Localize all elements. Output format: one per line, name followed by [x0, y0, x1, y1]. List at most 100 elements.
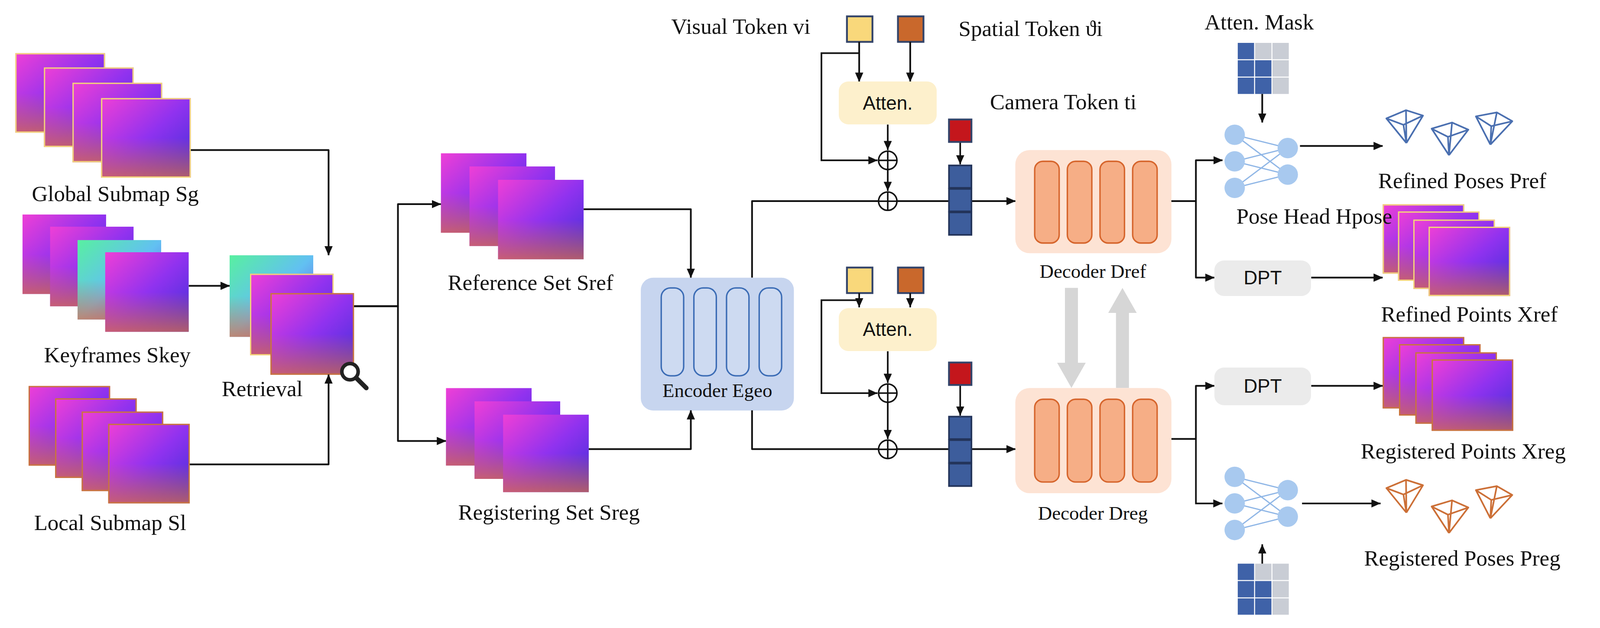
camera-frustums: [1473, 483, 1513, 521]
point-maps: Refined Points Xref: [1382, 204, 1510, 296]
token-stack: [948, 165, 972, 487]
decoder-shape: [1034, 161, 1060, 243]
encoder-shape: [726, 287, 750, 376]
node-label: Registered Points Xreg: [1360, 438, 1566, 465]
mask-grid: [1237, 563, 1289, 615]
decoder-shape: [1067, 399, 1093, 482]
token-stack: [948, 188, 972, 212]
token-stack: [948, 165, 972, 189]
sum-circle: [878, 151, 897, 459]
decoder-box: Decoder Dref: [1015, 149, 1172, 288]
token-square: Spatial Token ϑi: [898, 16, 924, 43]
node-label: Refined Poses Pref: [1378, 168, 1547, 194]
keyframe-stack: Keyframes Skey: [22, 214, 189, 332]
flow-arrow: [1171, 201, 1215, 278]
registering-images: [503, 414, 589, 493]
flow-arrow: [588, 410, 692, 450]
node-label: Retrieval: [221, 376, 303, 402]
wire: [959, 384, 961, 416]
flow-arrow: [909, 42, 912, 82]
mlp-head: Pose Head Hpose: [1222, 122, 1301, 201]
node-label: Decoder Dreg: [1038, 502, 1149, 525]
attention-box: Atten.: [838, 308, 937, 351]
camera-frustums: [1473, 110, 1513, 147]
sum-circle: [878, 383, 897, 403]
wire: [909, 292, 912, 308]
keyframe-images: [22, 214, 189, 332]
retrieval-stack: Retrieval: [229, 255, 354, 375]
flow-arrow: [858, 42, 861, 82]
mask-grid: [1237, 42, 1289, 95]
sum-circle: [878, 151, 897, 170]
wire: [821, 53, 1381, 564]
token-squares: [847, 16, 924, 294]
retrieval-images: [229, 255, 354, 375]
node-label: Reference Set Sref: [447, 269, 614, 296]
flow-arrow: [1311, 276, 1383, 279]
node-label: Decoder Dref: [1039, 260, 1146, 283]
sum-circle: [878, 151, 897, 170]
node-label: Atten. Mask: [1204, 9, 1314, 36]
camera-frustums: [1431, 122, 1469, 156]
decoder-shape: [1100, 399, 1125, 482]
node-label: Refined Points Xref: [1381, 301, 1558, 328]
decoder-shape: [1100, 161, 1125, 243]
decoder-shape: [1132, 161, 1158, 243]
encoder-shape: [661, 287, 782, 376]
camera-frustums: [1385, 108, 1426, 145]
wire: [886, 350, 889, 383]
wire: [959, 141, 961, 165]
flow-arrow: [1311, 384, 1383, 387]
flow-arrow: [188, 285, 230, 287]
keyframe-images: [105, 252, 189, 332]
mlp-icon: [1224, 124, 1299, 198]
node-label: Spatial Token ϑi: [958, 16, 1103, 42]
reference-images: [497, 179, 584, 260]
encoder-shape: [661, 287, 684, 376]
encoder-shape: [694, 287, 717, 376]
encoder-shape: [640, 277, 794, 411]
dpt-box: DPT: [1214, 367, 1312, 406]
node-label: Registered Poses Preg: [1363, 545, 1561, 572]
submap-stack: Global Submap Sg: [15, 52, 191, 178]
mask-grid: Atten. Mask: [1237, 42, 1289, 95]
flow-arrow: [189, 374, 329, 465]
encoder-shape: [640, 277, 794, 411]
decoder-shape: [1034, 399, 1158, 482]
wire: [886, 124, 889, 150]
node-label: Camera Token ti: [989, 89, 1137, 115]
camera-token-square: [948, 362, 972, 385]
token-squares: [898, 16, 924, 43]
node-label: Global Submap Sg: [31, 181, 199, 207]
sum-circle: [878, 439, 897, 458]
sum-circle: [878, 191, 897, 211]
local-submap-images: [108, 423, 190, 504]
point-map-images: [1431, 359, 1513, 431]
exchange-arrow: [1116, 311, 1130, 388]
mlp-icon: [1224, 124, 1299, 540]
mask-grid: [1237, 42, 1289, 615]
wire: [886, 169, 889, 191]
flow-arrow: [353, 306, 446, 442]
point-map-images: [1428, 226, 1510, 296]
node-label: Pose Head Hpose: [1236, 203, 1393, 230]
flow-arrow: [1261, 94, 1263, 123]
node-label: Visual Token vi: [671, 13, 811, 40]
token-square: Visual Token vi: [847, 16, 873, 43]
sum-circle: [878, 383, 897, 403]
point-maps: Registered Points Xreg: [1382, 336, 1513, 431]
exchange-arrow: [1064, 287, 1078, 365]
box-label: Atten.: [863, 318, 913, 341]
camera-frustums: [1385, 477, 1426, 515]
sum-circle: [878, 191, 897, 211]
magnifier-icon: [356, 377, 367, 389]
camera-poses: Refined Poses Pref: [1382, 107, 1516, 160]
decoder-shape: [1015, 387, 1172, 494]
box-label: DPT: [1243, 375, 1282, 398]
encoder-box: Encoder Egeo: [640, 277, 794, 411]
wire: [1301, 502, 1381, 505]
token-squares: [847, 267, 873, 293]
